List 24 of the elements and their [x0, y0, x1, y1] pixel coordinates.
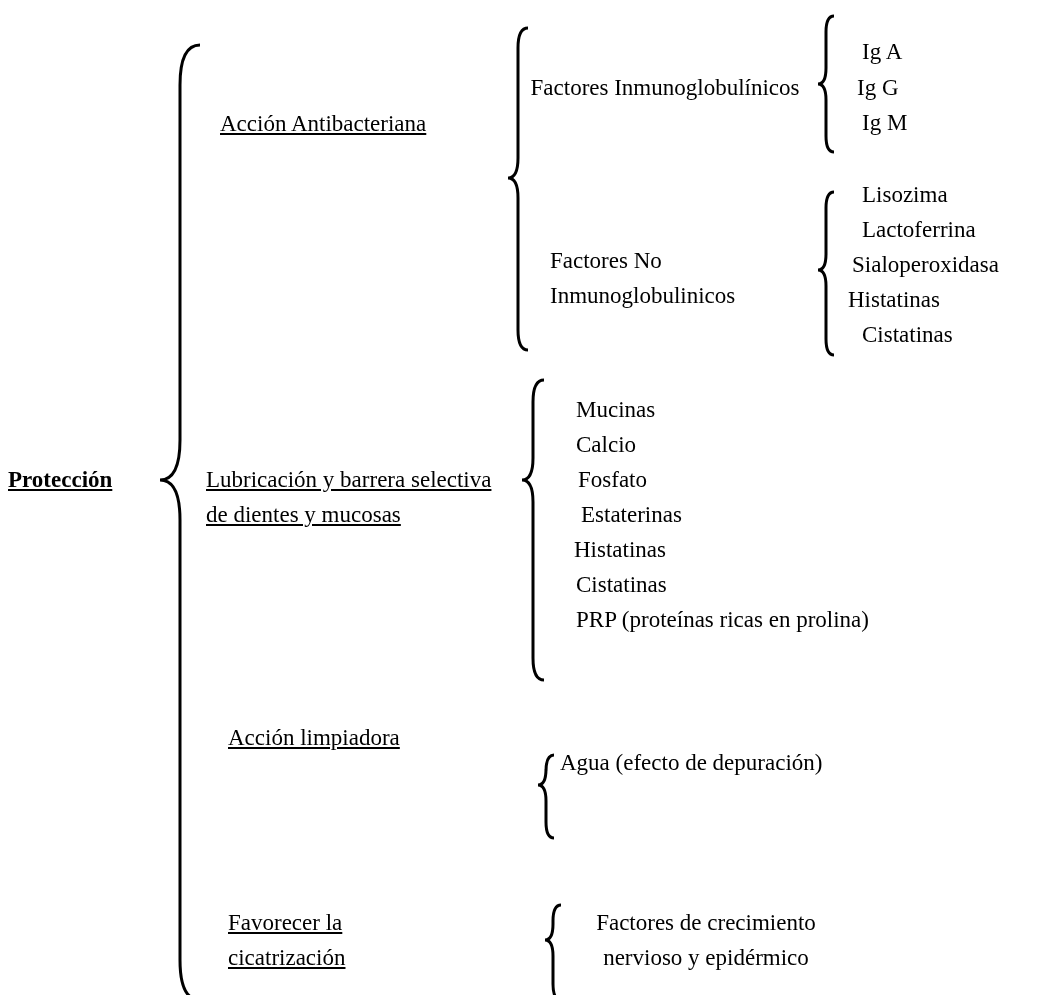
item-label: Ig M: [862, 109, 909, 137]
item-label: Cistatinas: [576, 571, 668, 599]
group-label: Factores Inmunoglobulínicos: [529, 74, 801, 102]
item-label: Ig G: [857, 74, 900, 102]
item-label: Ig A: [862, 38, 904, 66]
item-label: Factores de crecimiento nervioso y epidérmico: [595, 909, 817, 972]
category-label: Acción limpiadora: [228, 724, 401, 752]
item-label: Histatinas: [574, 536, 667, 564]
item-label: Lisozima: [862, 181, 949, 209]
item-label: Histatinas: [848, 286, 941, 314]
group-label: Factores No Inmunoglobulinicos: [550, 247, 737, 310]
item-label: Fosfato: [578, 466, 648, 494]
item-label: Sialoperoxidasa: [852, 251, 1000, 279]
item-label: Estaterinas: [581, 501, 683, 529]
category-label: Lubricación y barrera selectiva de dientes y mucosas: [206, 466, 493, 529]
item-label: PRP (proteínas ricas en prolina): [576, 606, 870, 634]
category-label: Favorecer la cicatrización: [228, 909, 347, 972]
item-label: Cistatinas: [862, 321, 954, 349]
heading: Protección: [8, 466, 114, 494]
item-label: Mucinas: [576, 396, 657, 424]
item-label: Agua (efecto de depuración): [560, 749, 824, 777]
item-label: Lactoferrina: [862, 216, 977, 244]
item-label: Calcio: [576, 431, 638, 459]
category-label: Acción Antibacteriana: [220, 110, 428, 138]
